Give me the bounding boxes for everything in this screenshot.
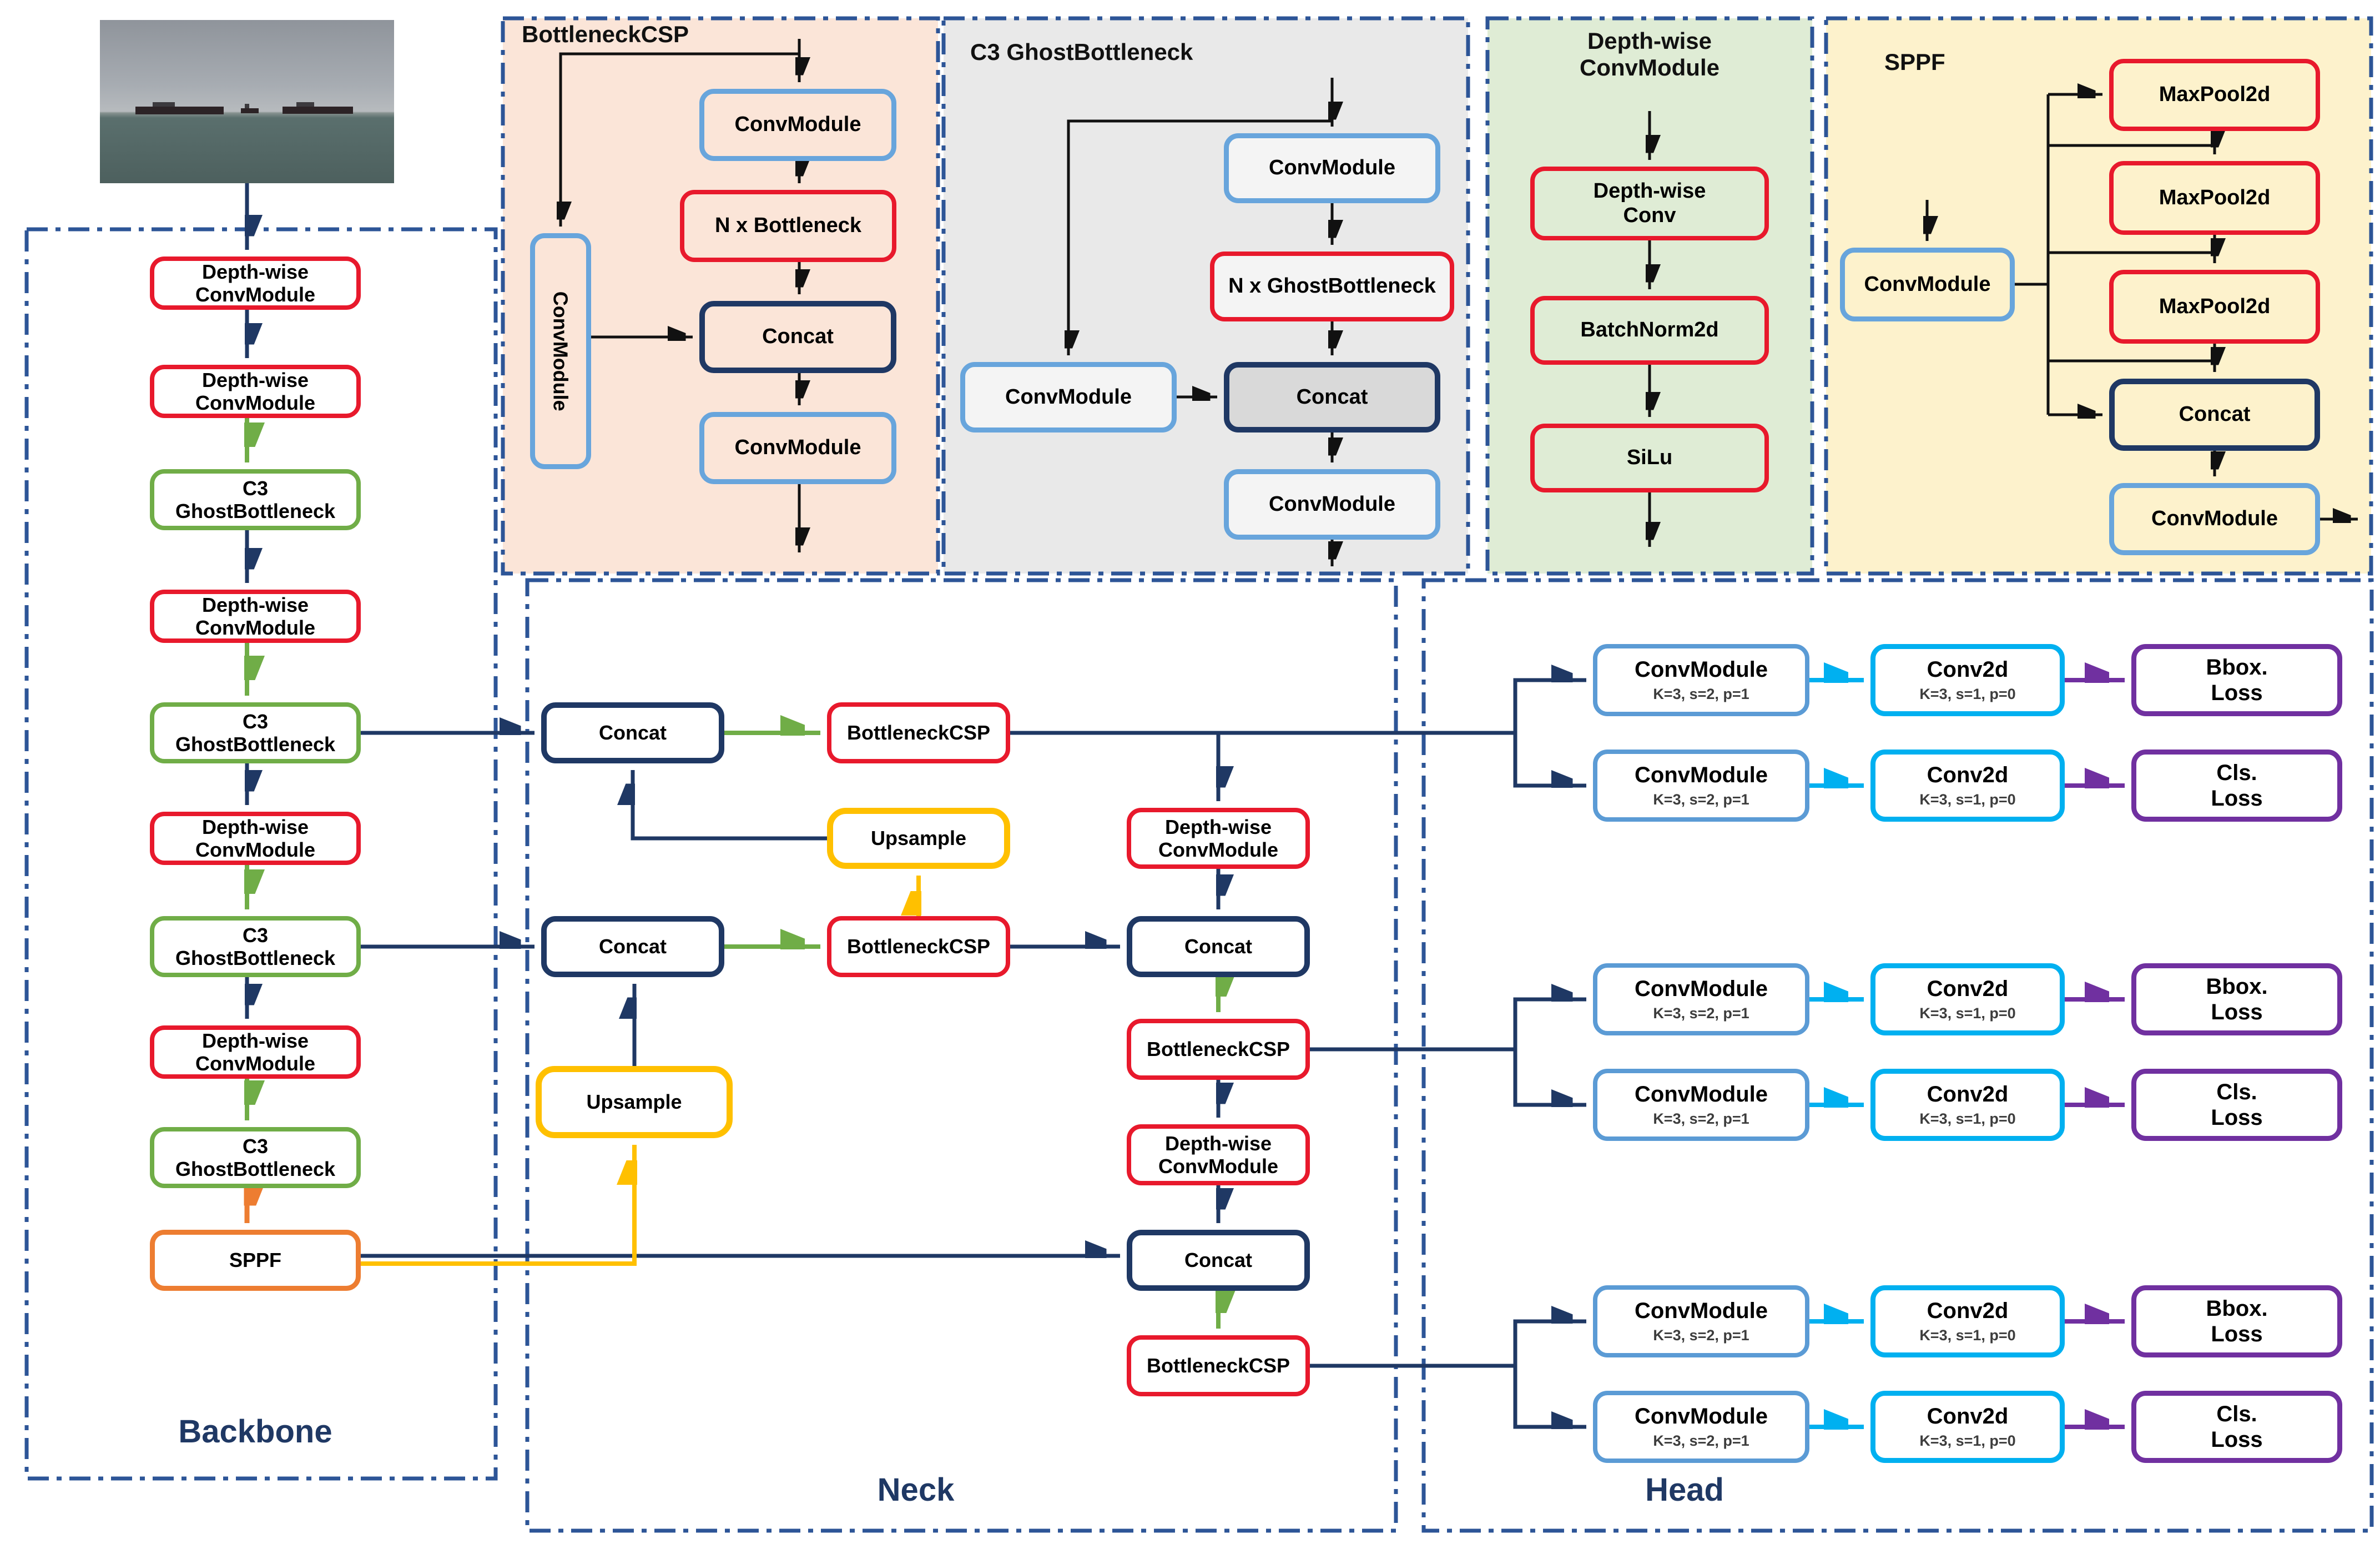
head-cls-loss: Cls.Loss <box>2131 750 2342 822</box>
neck-concat-4: Concat <box>1127 1230 1310 1291</box>
neck-panel-border <box>525 578 1398 1533</box>
c3-convmodule-1: ConvModule <box>1224 133 1440 203</box>
sppf-maxpool2d-3: MaxPool2d <box>2109 270 2320 344</box>
backbone-sppf: SPPF <box>150 1230 361 1291</box>
ship-silhouette <box>241 103 259 113</box>
neck-bottleneckcsp-3: BottleneckCSP <box>1127 1019 1310 1080</box>
sppf-maxpool2d-1: MaxPool2d <box>2109 59 2320 131</box>
ship-silhouette <box>135 102 224 114</box>
c3-convmodule-side: ConvModule <box>960 362 1177 432</box>
bcsp-concat: Concat <box>699 301 896 373</box>
neck-concat-3: Concat <box>1127 916 1310 977</box>
bcsp-n-bottleneck: N x Bottleneck <box>680 190 896 262</box>
neck-upsample-1: Upsample <box>827 808 1010 869</box>
head-cls-loss: Cls.Loss <box>2131 1069 2342 1141</box>
c3-convmodule-2: ConvModule <box>1224 469 1440 540</box>
backbone-panel-border <box>24 227 498 1481</box>
neck-bottleneckcsp-2: BottleneckCSP <box>827 916 1010 977</box>
neck-bottleneckcsp-1: BottleneckCSP <box>827 702 1010 763</box>
head-cls-loss: Cls.Loss <box>2131 1391 2342 1463</box>
black-arrows <box>561 39 2358 566</box>
bcsp-convmodule-2: ConvModule <box>699 412 896 484</box>
c3-n-ghostbottleneck: N x GhostBottleneck <box>1210 252 1454 321</box>
bottleneckcsp-panel-border <box>501 16 940 576</box>
yellow-arrows <box>361 876 919 1266</box>
neck-concat-2: Concat <box>541 916 724 977</box>
neck-bottleneckcsp-4: BottleneckCSP <box>1127 1335 1310 1396</box>
bcsp-convmodule-1: ConvModule <box>699 89 896 161</box>
c3ghost-panel-border <box>941 16 1470 576</box>
backbone-label: Backbone <box>178 1414 332 1450</box>
purple-arrows <box>2065 680 2125 1427</box>
ship-silhouette <box>282 102 353 114</box>
sppf-maxpool2d-2: MaxPool2d <box>2109 161 2320 235</box>
panel-borders <box>24 16 2374 1533</box>
sppf-convmodule-out: ConvModule <box>2109 483 2320 555</box>
sppf-convmodule-in: ConvModule <box>1840 248 2015 321</box>
head-label: Head <box>1645 1472 1724 1508</box>
dw-batchnorm2d: BatchNorm2d <box>1530 296 1769 365</box>
bottleneckcsp-panel-title: BottleneckCSP <box>522 21 689 47</box>
sppf-panel-title: SPPF <box>1884 49 1945 75</box>
head-bbox-loss: Bbox.Loss <box>2131 963 2342 1035</box>
input-sea-image <box>100 20 394 183</box>
dw-silu: SiLu <box>1530 424 1769 492</box>
c3-concat: Concat <box>1224 362 1440 432</box>
green-arrows <box>247 418 1218 1329</box>
bcsp-convmodule-side: ConvModule <box>530 233 591 469</box>
navy-arrows <box>247 183 1586 1427</box>
neck-upsample-2: Upsample <box>536 1066 733 1138</box>
cyan-arrows <box>1809 680 1864 1427</box>
neck-label: Neck <box>877 1472 955 1508</box>
sppf-panel-border <box>1824 16 2373 576</box>
c3ghost-panel-title: C3 GhostBottleneck <box>970 39 1193 65</box>
neck-concat-1: Concat <box>541 702 724 763</box>
head-bbox-loss: Bbox.Loss <box>2131 1285 2342 1357</box>
sppf-concat: Concat <box>2109 379 2320 451</box>
dwconv-panel-border <box>1485 16 1814 576</box>
head-bbox-loss: Bbox.Loss <box>2131 644 2342 716</box>
head-panel-border <box>1421 578 2374 1533</box>
